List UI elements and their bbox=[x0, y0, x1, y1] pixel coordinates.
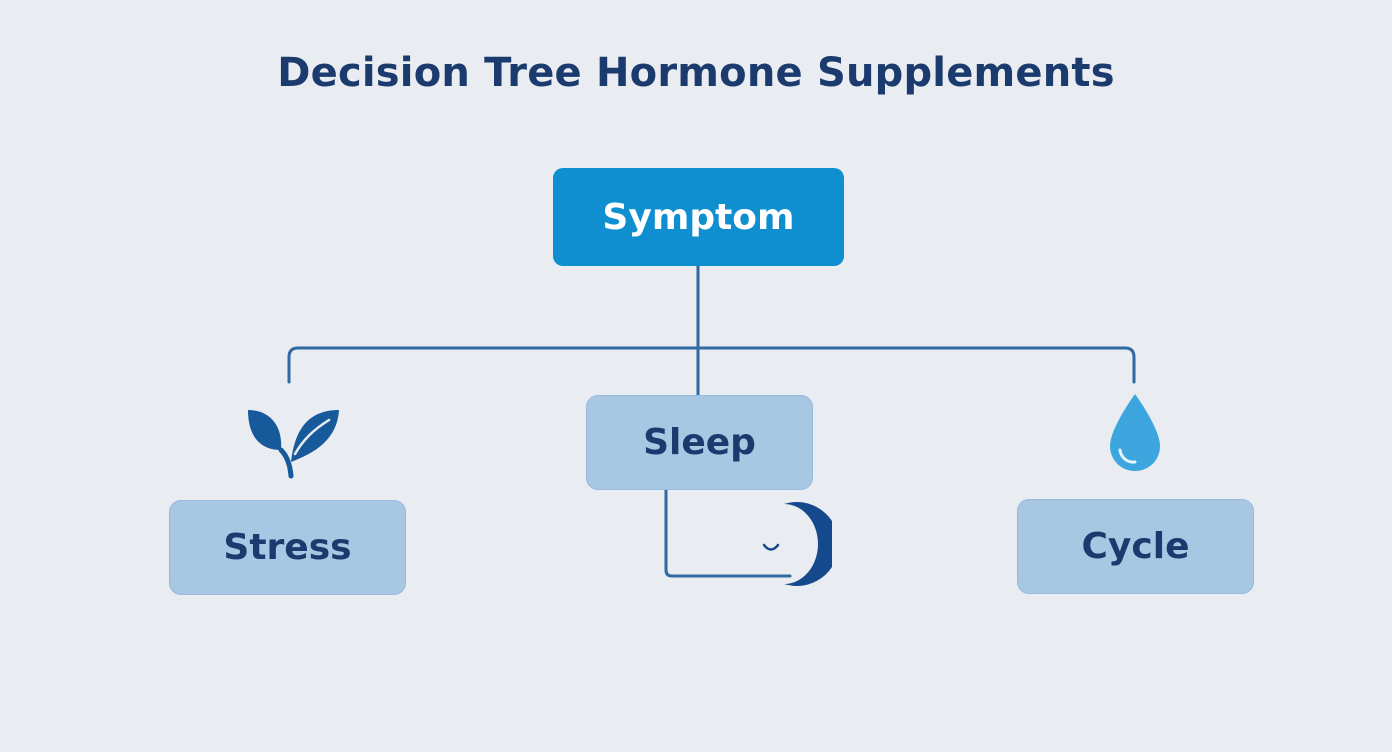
node-cycle: Cycle bbox=[1017, 499, 1254, 594]
leaf-icon bbox=[248, 410, 339, 479]
node-sleep: Sleep bbox=[586, 395, 813, 490]
node-stress: Stress bbox=[169, 500, 406, 595]
connector-branch-bar bbox=[287, 346, 1136, 384]
connector-sleep-bracket bbox=[664, 488, 792, 578]
water-drop-icon bbox=[1110, 394, 1160, 471]
diagram-title: Decision Tree Hormone Supplements bbox=[277, 50, 1115, 96]
moon-icon bbox=[762, 502, 832, 586]
node-symptom: Symptom bbox=[553, 168, 844, 266]
